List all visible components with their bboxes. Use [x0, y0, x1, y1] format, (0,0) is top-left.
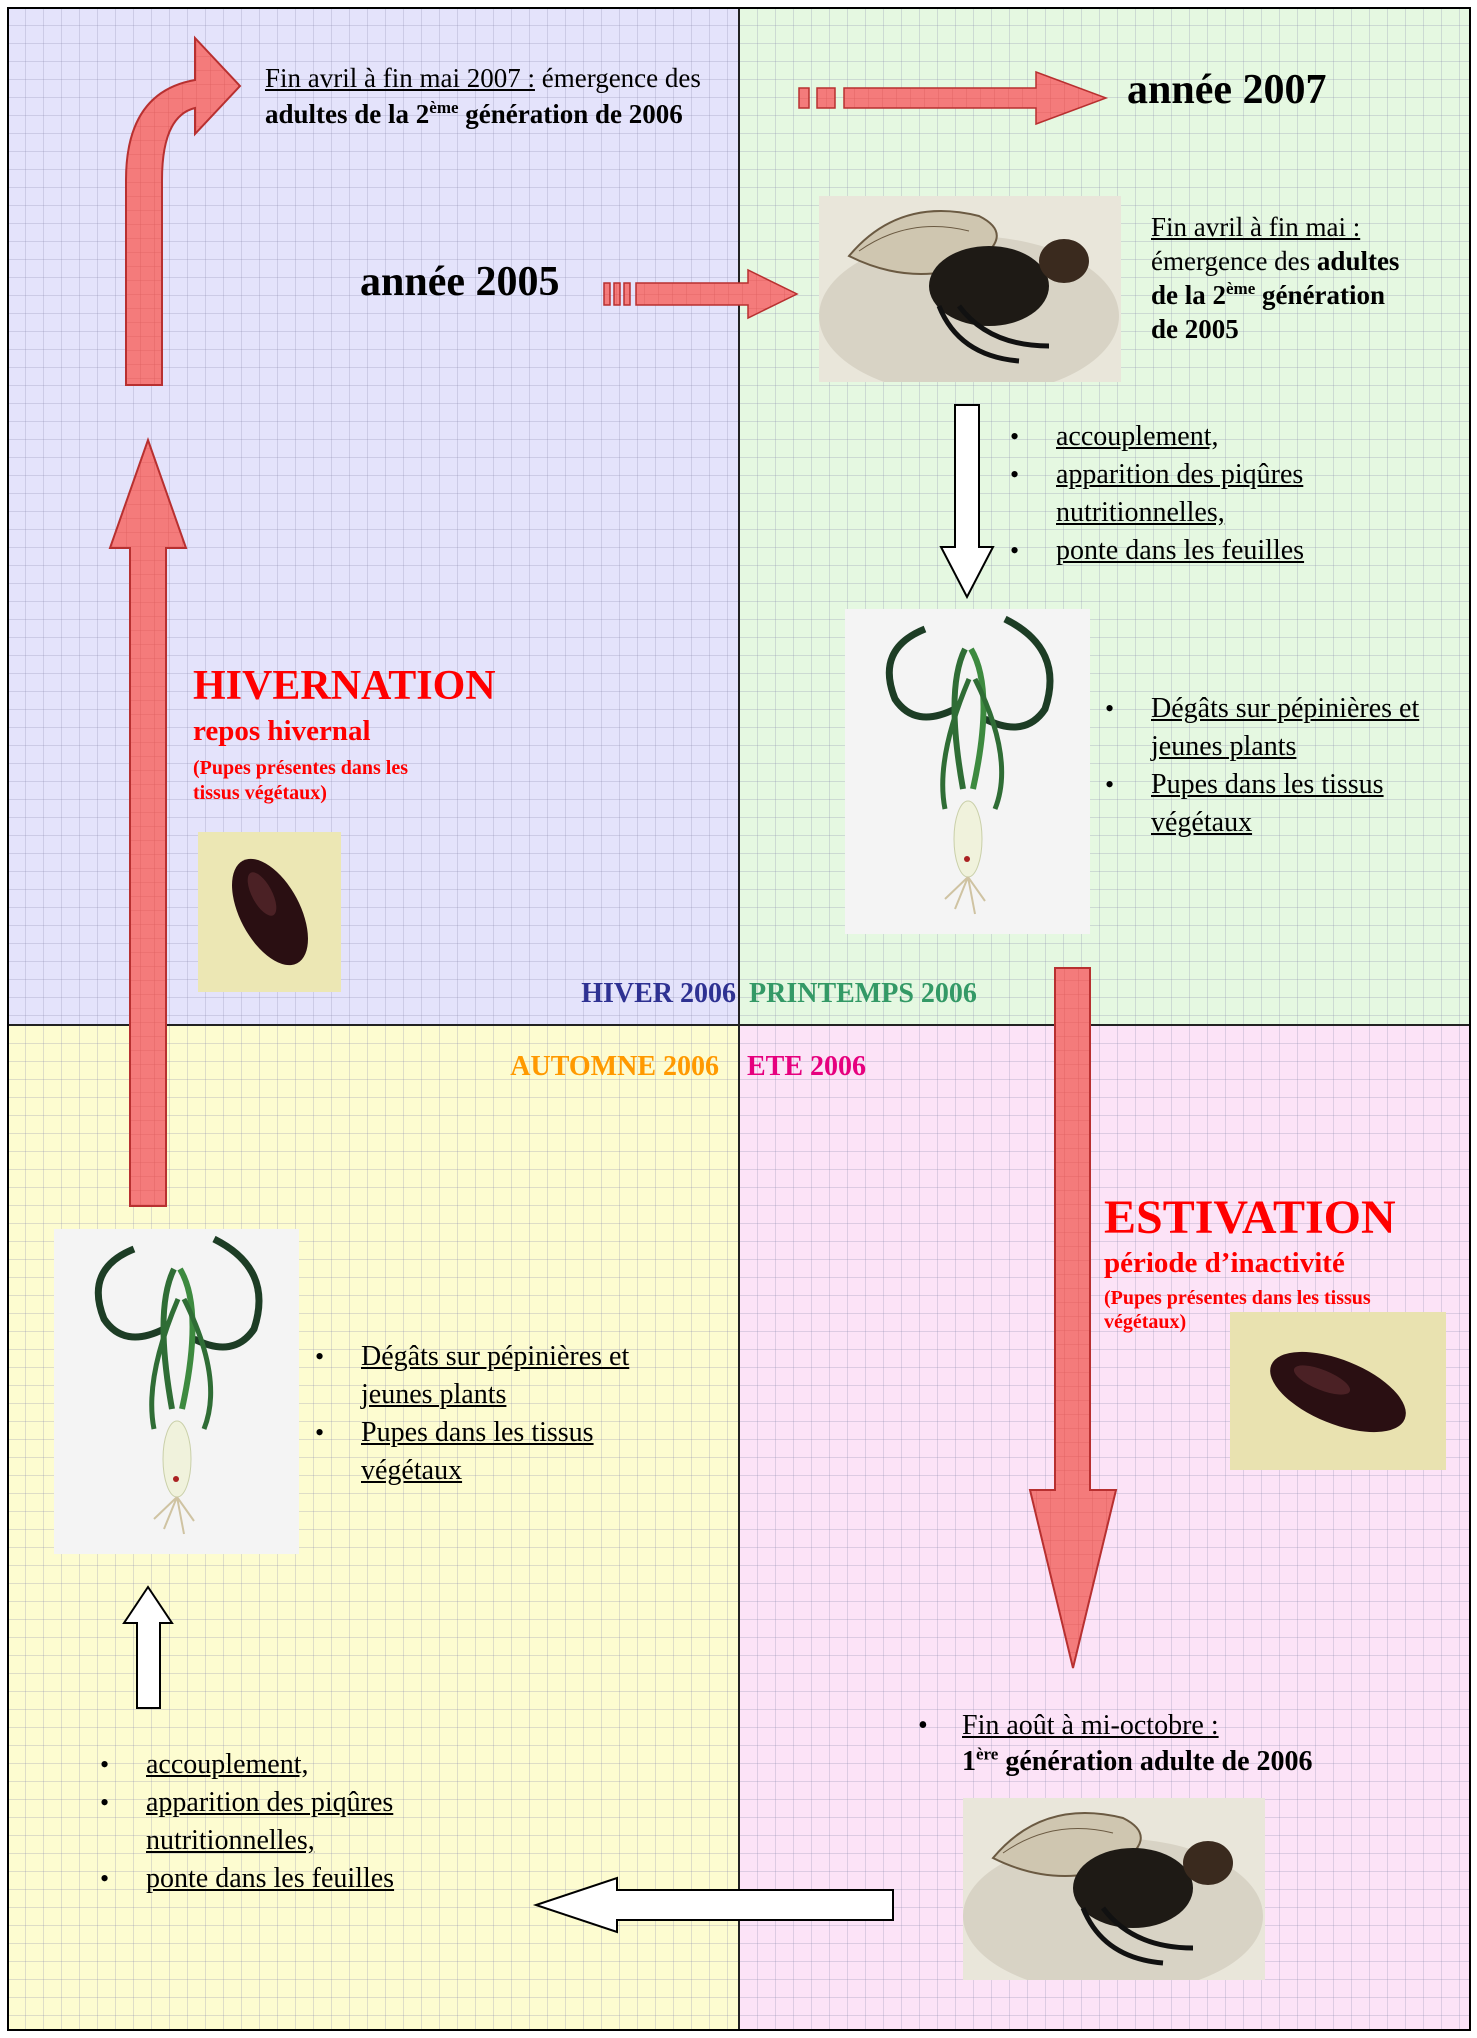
curved-up-right-arrow: [126, 38, 240, 385]
spring-damage-list: Dégâts sur pépinières et jeunes plants P…: [1095, 690, 1455, 842]
winter-stage-note: (Pupes présentes dans les tissus végétau…: [193, 756, 443, 806]
spring-emergence-sup: ème: [1226, 279, 1255, 298]
winter-stage-title: HIVERNATION: [193, 662, 496, 710]
summer-stage-subtitle: période d’inactivité: [1104, 1247, 1345, 1280]
list-item: ponte dans les feuilles: [1000, 532, 1360, 570]
spring-down-arrow: [941, 405, 993, 597]
fly-photo: [819, 196, 1121, 382]
year-2005-label: année 2005: [360, 258, 560, 306]
autumn-action-list: accouplement, apparition des piqûres nut…: [90, 1746, 470, 1898]
emergence-2007-bold-b: génération de 2006: [465, 99, 682, 129]
emergence-2007-rest: émergence des: [542, 63, 701, 93]
summer-gen1-bold-b: génération adulte de 2006: [1005, 1746, 1312, 1777]
summer-gen1-text: • Fin août à mi-octobre : 1ère génératio…: [906, 1708, 1366, 1780]
list-item: accouplement,: [90, 1746, 470, 1784]
summer-stage-title: ESTIVATION: [1104, 1190, 1396, 1245]
winter-stage-subtitle: repos hivernal: [193, 715, 371, 748]
spring-emergence-bold-b: de la 2: [1151, 280, 1226, 310]
summer-left-arrow: [536, 1878, 893, 1932]
summer-gen1-sup: ère: [976, 1745, 998, 1764]
year-2007-label: année 2007: [1127, 66, 1327, 114]
pupa-photo: [198, 832, 341, 992]
pupa-photo: [1230, 1312, 1446, 1470]
spring-emergence-bold-a: adultes: [1317, 246, 1400, 276]
winter-season-label: HIVER 2006: [581, 978, 736, 1010]
list-item: apparition des piqûres nutritionnelles,: [1000, 456, 1360, 532]
summer-gen1-date: Fin août à mi-octobre :: [962, 1710, 1219, 1741]
spring-emergence-text-b: génération: [1262, 280, 1385, 310]
spring-emergence-text-a: émergence des: [1151, 246, 1310, 276]
list-item: Pupes dans les tissus végétaux: [305, 1414, 660, 1490]
list-item: accouplement,: [1000, 418, 1360, 456]
fly-photo: [963, 1798, 1265, 1980]
list-item: Pupes dans les tissus végétaux: [1095, 766, 1455, 842]
bullet: •: [918, 1708, 928, 1744]
leek-plant-photo: [845, 609, 1090, 934]
emergence-2007-bold-a: adultes de la 2: [265, 99, 429, 129]
list-item: Dégâts sur pépinières et jeunes plants: [305, 1338, 660, 1414]
autumn-season-label: AUTOMNE 2006: [510, 1051, 719, 1083]
spring-emergence-date: Fin avril à fin mai :: [1151, 212, 1360, 242]
emergence-2007-text: Fin avril à fin mai 2007 : émergence des…: [265, 60, 785, 132]
list-item: Dégâts sur pépinières et jeunes plants: [1095, 690, 1455, 766]
spring-season-label: PRINTEMPS 2006: [749, 978, 977, 1010]
leek-plant-photo: [54, 1229, 299, 1554]
spring-emergence-text: Fin avril à fin mai : émergence des adul…: [1151, 210, 1451, 346]
emergence-2007-date: Fin avril à fin mai 2007 :: [265, 63, 535, 93]
autumn-damage-list: Dégâts sur pépinières et jeunes plants P…: [305, 1338, 660, 1490]
arrow-from-2005: [604, 270, 797, 318]
summer-season-label: ETE 2006: [747, 1051, 866, 1083]
hibernation-up-arrow: [110, 440, 186, 1206]
arrow-to-2007: [799, 72, 1106, 124]
list-item: ponte dans les feuilles: [90, 1860, 470, 1898]
emergence-2007-sup: ème: [429, 98, 458, 117]
list-item: apparition des piqûres nutritionnelles,: [90, 1784, 470, 1860]
autumn-up-arrow: [124, 1587, 172, 1708]
spring-action-list: accouplement, apparition des piqûres nut…: [1000, 418, 1360, 570]
spring-emergence-bold-c: de 2005: [1151, 314, 1239, 344]
summer-gen1-bold-a: 1: [962, 1746, 976, 1777]
